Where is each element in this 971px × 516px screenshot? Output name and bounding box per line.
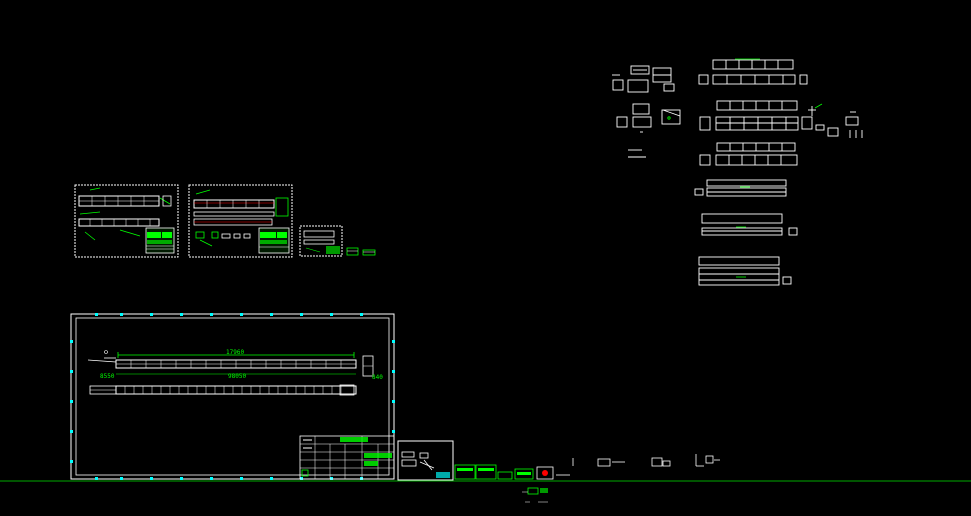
cluster-accents: [667, 58, 823, 278]
detail-block-a[interactable]: [346, 247, 359, 256]
detail-sheet-bottom[interactable]: [397, 440, 454, 481]
component-detail-cluster[interactable]: [612, 59, 863, 286]
detail-block-b[interactable]: [362, 249, 376, 256]
right-dimension-label: 840: [372, 374, 383, 381]
main-drawing-sheet[interactable]: 17960 98050 8550: [70, 313, 395, 480]
drawing-sheet-2[interactable]: [188, 184, 293, 258]
drawing-sheet-1[interactable]: [74, 184, 179, 258]
detail-strip-bottom[interactable]: [454, 458, 574, 503]
detail-symbols-baseline[interactable]: [597, 454, 720, 467]
drawing-sheet-3[interactable]: [299, 225, 343, 257]
frame-markers: [70, 313, 395, 480]
left-dimension-label: 8550: [100, 373, 115, 380]
section-dimension-label: 98050: [228, 373, 246, 380]
title-block[interactable]: [299, 435, 395, 480]
overall-dimension-label: 17960: [226, 349, 244, 356]
